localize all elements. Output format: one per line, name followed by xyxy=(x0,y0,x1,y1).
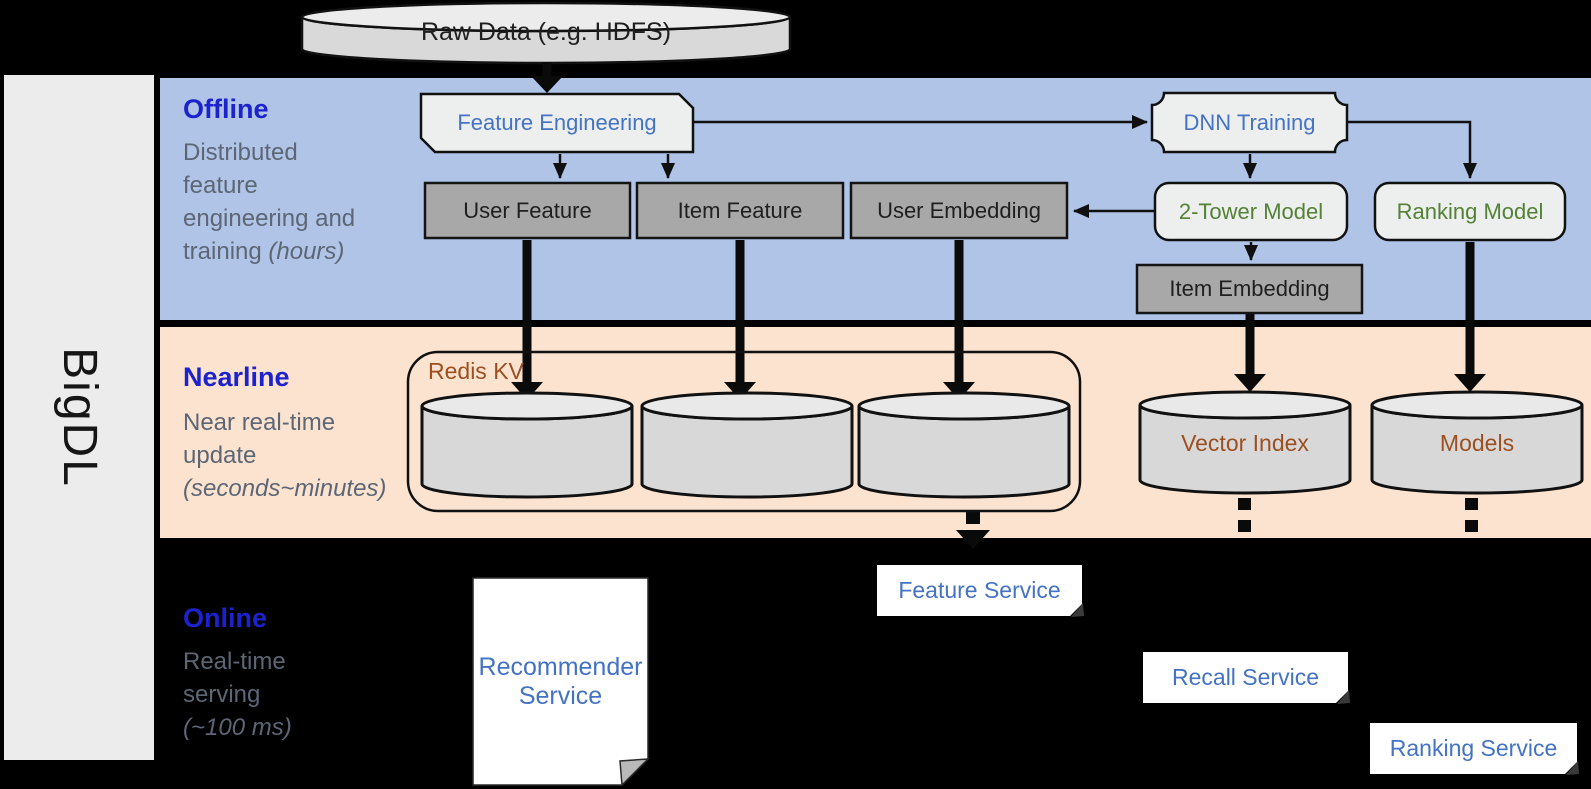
offline-description-note: (hours) xyxy=(268,238,345,265)
thick-arrow-heads xyxy=(511,76,1486,549)
feature-service-label: Feature Service xyxy=(898,577,1061,604)
feature-engineering-shape xyxy=(419,92,695,154)
models-label: Models xyxy=(1439,429,1515,456)
item-feature-label: Item Feature xyxy=(677,197,803,223)
online-band xyxy=(160,538,1591,789)
recall-service-label: Recall Service xyxy=(1172,664,1319,691)
models-cylinder xyxy=(1370,390,1584,495)
item-feature-box xyxy=(635,181,845,240)
user-feature-box xyxy=(423,181,632,240)
redis-cylinder-2 xyxy=(640,391,854,499)
nearline-description-text: Near real-time update xyxy=(183,409,336,469)
redis-cylinder-1 xyxy=(420,391,634,499)
raw-data-cylinder xyxy=(300,1,792,65)
nearline-title: Nearline xyxy=(183,362,290,392)
item-embedding-label: Item Embedding xyxy=(1169,276,1330,302)
offline-description: Distributed feature engineering and trai… xyxy=(183,136,378,268)
vector-index-cylinder xyxy=(1138,390,1352,495)
recall-service-box xyxy=(1143,652,1350,704)
nearline-description-note: (seconds~minutes) xyxy=(183,475,387,502)
redis-kv-label: Redis KV xyxy=(428,357,524,384)
ranking-model-label: Ranking Model xyxy=(1396,198,1544,224)
offline-description-text: Distributed feature engineering and trai… xyxy=(183,139,356,265)
ranking-model-box xyxy=(1373,181,1567,242)
recommender-service-doc xyxy=(472,577,650,787)
redis-cylinder-3 xyxy=(857,391,1071,499)
online-description: Real-time serving (~100 ms) xyxy=(183,645,318,744)
item-embedding-box xyxy=(1135,263,1364,315)
nearline-description: Near real-time update (seconds~minutes) xyxy=(183,406,387,505)
feature-service-box xyxy=(877,565,1084,617)
thick-arrow-lines xyxy=(522,62,1475,382)
two-tower-model-box xyxy=(1153,181,1349,242)
online-description-note: (~100 ms) xyxy=(183,714,292,741)
offline-title: Offline xyxy=(183,94,269,124)
ranking-service-label: Ranking Service xyxy=(1389,735,1558,762)
dnn-training-shape xyxy=(1150,91,1349,154)
user-embedding-box xyxy=(849,181,1069,240)
ranking-service-box xyxy=(1370,723,1579,775)
online-title: Online xyxy=(183,603,268,633)
recommender-service-label: Recommender Service xyxy=(478,652,643,710)
thin-arrows xyxy=(553,115,1477,261)
vector-index-label: Vector Index xyxy=(1181,429,1309,456)
online-description-text: Real-time serving xyxy=(183,648,286,708)
raw-data-label: Raw Data (e.g. HDFS) xyxy=(420,17,672,46)
two-tower-model-label: 2-Tower Model xyxy=(1178,198,1324,224)
user-feature-label: User Feature xyxy=(463,197,592,223)
bigdl-sidebar: BigDL xyxy=(4,75,154,760)
redis-kv-container xyxy=(406,350,1082,513)
dnn-training-label: DNN Training xyxy=(1183,109,1316,135)
feature-engineering-label: Feature Engineering xyxy=(457,110,657,136)
user-embedding-label: User Embedding xyxy=(877,197,1041,223)
